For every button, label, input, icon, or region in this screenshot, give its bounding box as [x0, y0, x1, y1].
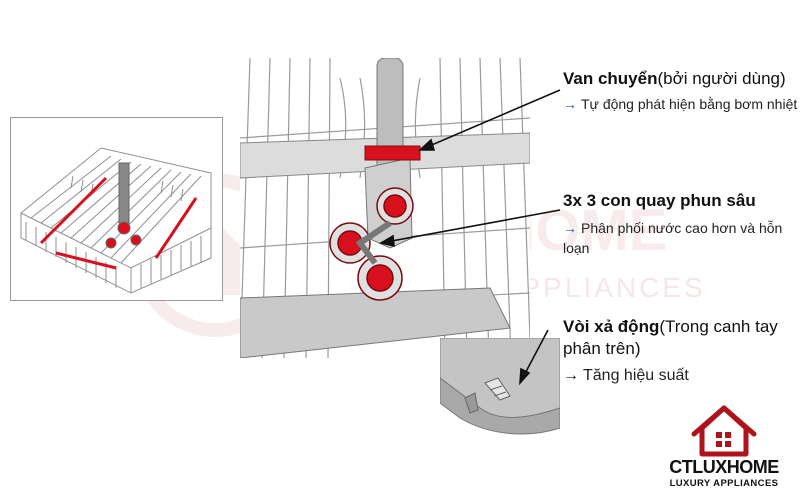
logo-luxhome: LUXHOME	[692, 457, 779, 477]
logo-ct: CT	[669, 457, 693, 477]
callout-rotors: 3x 3 con quay phun sâu →Phân phối nước c…	[563, 190, 783, 258]
callout-valve-title: Van chuyển(bởi người dùng)	[563, 68, 798, 90]
spray-arm-image	[240, 58, 530, 358]
callout-nozzle-title-bold: Vòi xả động	[563, 317, 660, 336]
arrow-right-icon: →	[563, 220, 577, 236]
rack-overview-image	[10, 117, 223, 301]
logo-wordmark: CTLUXHOME	[654, 457, 794, 478]
callout-valve-desc: Tự động phát hiện bằng bơm nhiệt	[581, 96, 798, 112]
callout-rotors-title-bold: 3x 3 con quay phun sâu	[563, 191, 756, 210]
pointer-arrowhead-valve	[417, 138, 436, 151]
callout-rotors-title: 3x 3 con quay phun sâu	[563, 190, 783, 212]
pointer-arrowhead-nozzle	[519, 367, 531, 386]
pointer-line-valve	[419, 89, 561, 151]
dynamic-nozzle-image	[440, 338, 560, 440]
pointer-line-rotors	[380, 209, 561, 244]
brand-logo: CTLUXHOME LUXURY APPLIANCES	[654, 404, 794, 494]
callout-valve-title-normal: (bởi người dùng)	[657, 69, 786, 88]
pointer-arrowhead-rotors	[378, 234, 395, 248]
callout-nozzle-desc-row: →Tăng hiệu suất	[563, 366, 798, 386]
dynamic-nozzle-drawing	[440, 338, 560, 435]
callout-nozzle: Vòi xả động(Trong canh tay phân trên) →T…	[563, 316, 798, 386]
callout-rotors-desc-row: →Phân phối nước cao hơn và hỗn loạn	[563, 218, 783, 258]
spray-arm-drawing	[240, 58, 530, 358]
house-icon	[691, 405, 757, 457]
arrow-right-icon: →	[563, 96, 577, 112]
rack-overview-drawing	[20, 147, 212, 294]
callout-valve: Van chuyển(bởi người dùng) →Tự động phát…	[563, 68, 798, 114]
arrow-right-icon: →	[563, 367, 579, 384]
callout-nozzle-desc: Tăng hiệu suất	[583, 367, 689, 384]
callout-nozzle-title-normal: (Trong canh tay phân trên)	[563, 317, 778, 358]
callout-rotors-desc: Phân phối nước cao hơn và hỗn loạn	[563, 220, 783, 256]
callout-nozzle-title: Vòi xả động(Trong canh tay phân trên)	[563, 316, 798, 360]
callout-valve-title-bold: Van chuyển	[563, 69, 658, 88]
logo-tagline: LUXURY APPLIANCES	[669, 478, 779, 489]
callout-valve-desc-row: →Tự động phát hiện bằng bơm nhiệt	[563, 94, 798, 114]
